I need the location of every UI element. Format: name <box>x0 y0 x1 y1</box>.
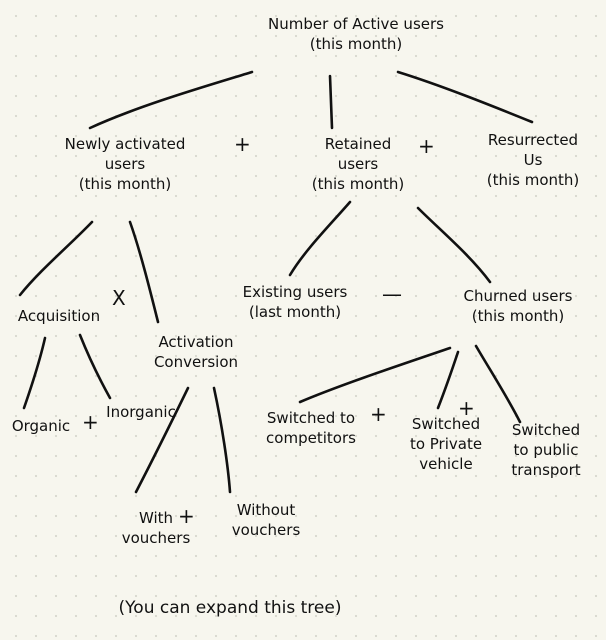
times-operator: X <box>112 286 126 310</box>
node-churned-users: Churned users (this month) <box>463 287 573 325</box>
node-switched-competitors: Switched to competitors <box>266 409 356 447</box>
node-resurrected: Resurrected Us (this month) <box>486 131 580 189</box>
node-retained: Retained users (this month) <box>311 135 405 193</box>
plus-operator: + <box>178 504 195 528</box>
edge-newly-acquisition <box>18 220 94 297</box>
node-switched-private: Switched to Private vehicle <box>409 415 483 473</box>
edge-root-newly <box>88 70 254 130</box>
edge-newly-activation <box>128 220 160 324</box>
node-switched-public: Switched to public transport <box>511 421 581 479</box>
node-acquisition: Acquisition <box>17 307 101 325</box>
node-organic: Organic <box>11 417 71 435</box>
edge-activation-with <box>134 386 190 494</box>
edge-acquisition-organic <box>22 336 47 410</box>
node-with-vouchers: With vouchers <box>121 509 191 547</box>
plus-operator: + <box>370 402 387 426</box>
node-newly-activated: Newly activated users (this month) <box>64 135 186 193</box>
edge-activation-without <box>212 386 232 494</box>
plus-operator: + <box>418 134 435 158</box>
edge-churned-competitors <box>298 346 452 404</box>
node-activation-conversion: Activation Conversion <box>153 333 239 371</box>
edge-retained-churned <box>416 206 492 284</box>
node-existing-users: Existing users (last month) <box>242 283 348 321</box>
footnote: (You can expand this tree) <box>118 598 342 618</box>
minus-operator: — <box>382 282 402 306</box>
node-root: Number of Active users (this month) <box>268 15 444 53</box>
edge-churned-private <box>436 350 460 410</box>
plus-operator: + <box>234 132 251 156</box>
edge-root-resurrected <box>396 70 534 124</box>
plus-operator: + <box>82 410 99 434</box>
edge-churned-public <box>474 344 522 424</box>
node-inorganic: Inorganic <box>106 403 176 421</box>
plus-operator: + <box>458 396 475 420</box>
edge-retained-existing <box>288 200 352 277</box>
edge-acquisition-inorganic <box>78 333 112 400</box>
edge-root-retained <box>328 74 334 130</box>
node-without-vouchers: Without vouchers <box>231 501 301 539</box>
